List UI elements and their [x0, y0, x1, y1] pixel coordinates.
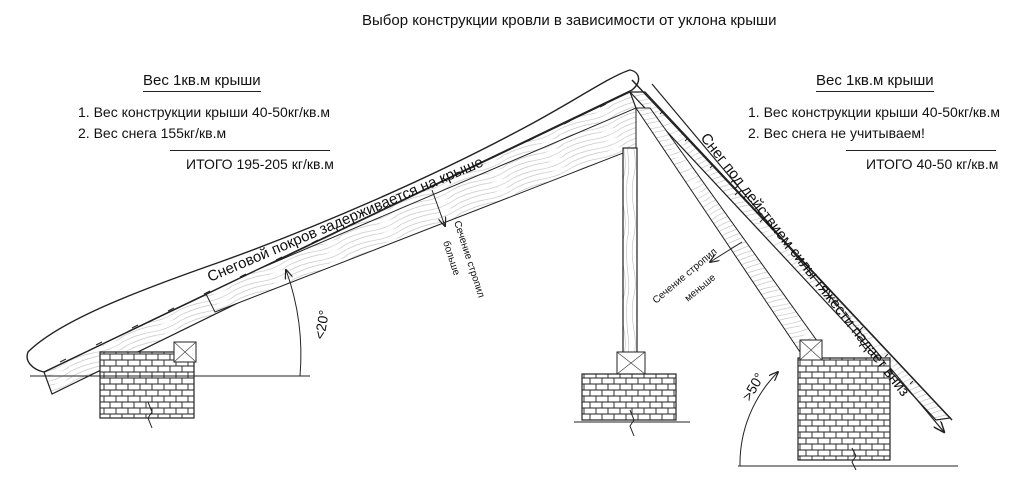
left-snow-layer [26, 69, 640, 373]
right-inner-beam [635, 107, 821, 353]
left-header: Вес 1кв.м крыши [143, 72, 261, 92]
right-item-2: 2. Вес снега не учитываем! [748, 125, 925, 141]
left-item-1: 1. Вес конструкции крыши 40-50кг/кв.м [78, 104, 331, 120]
left-item-2: 2. Вес снега 155кг/кв.м [78, 125, 227, 141]
right-section-arrow [710, 241, 743, 262]
right-angle-label: >50° [739, 370, 768, 403]
left-total-separator [170, 150, 330, 151]
left-angle-label: <20° [311, 309, 332, 341]
center-post [622, 147, 638, 359]
right-item-1: 1. Вес конструкции крыши 40-50кг/кв.м [748, 104, 1001, 120]
left-section-arrow [431, 189, 445, 226]
center-wall [581, 373, 677, 421]
left-total: ИТОГО 195-205 кг/кв.м [186, 156, 334, 172]
center-wall-break [629, 409, 635, 437]
left-tile-marks [59, 103, 607, 363]
left-inner-beam [204, 107, 637, 313]
right-wall [797, 357, 891, 461]
right-angle-arc [739, 372, 778, 467]
right-total: ИТОГО 40-50 кг/кв.м [866, 156, 999, 172]
snow-fall-arrow [651, 83, 944, 432]
right-total-separator [846, 150, 996, 151]
left-wall [99, 351, 195, 419]
diagram-title: Выбор конструкции кровли в зависимости о… [362, 12, 777, 29]
left-wall-break [147, 401, 153, 429]
right-header: Вес 1кв.м крыши [816, 72, 934, 92]
left-angle-arc [286, 270, 302, 377]
